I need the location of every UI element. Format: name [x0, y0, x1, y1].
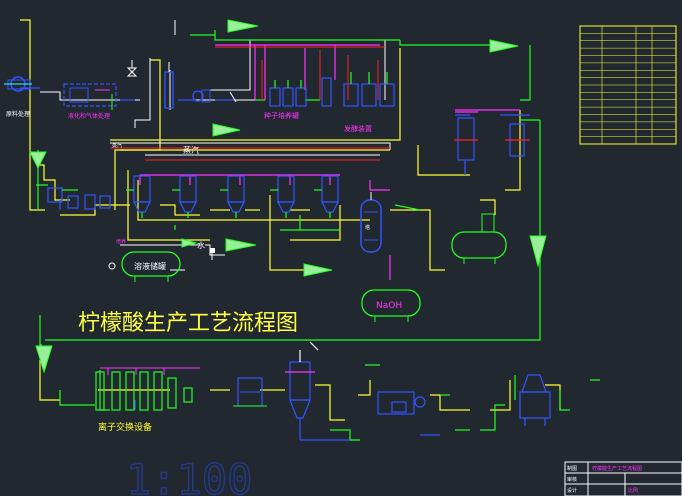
label-steam-mid: 蒸汽: [112, 142, 122, 149]
ion-exchange-units: [95, 371, 193, 411]
valve-symbol: [126, 60, 138, 77]
ion-exchange-feed: [100, 367, 200, 375]
water-junction: [210, 248, 215, 253]
title-block-row1-b: 柠檬酸生产工艺流程图: [592, 465, 642, 472]
naoh-tank: [361, 289, 421, 322]
ion-column-tower: 塔: [360, 192, 382, 253]
heat-exchanger-column: [164, 62, 174, 109]
storage-tank: [108, 251, 181, 282]
crystallizer: [285, 341, 319, 440]
label-steam-top: 蒸汽: [183, 145, 199, 155]
centrifuge: [377, 391, 426, 415]
label-water: 水: [197, 240, 205, 250]
flow-arrows: [29, 19, 547, 374]
title-block-row3-a: 设计: [567, 487, 577, 494]
label-seed-tank: 种子培养罐: [264, 111, 299, 120]
label-storage-tank: 溶液储罐: [134, 261, 166, 271]
process-lines-red: [110, 46, 390, 161]
liquefaction-tank: [63, 83, 117, 110]
process-lines-yellow: [20, 19, 561, 421]
evaporator-row: [126, 175, 339, 218]
label-ion-exchange: 离子交换设备: [98, 421, 152, 433]
label-liquefaction: 液化和气体处理: [68, 112, 110, 120]
label-raw-material: 原料处理: [6, 110, 30, 118]
top-separators: [454, 111, 530, 161]
fermentation-tanks: [321, 72, 395, 107]
seed-culture-tanks: [269, 80, 307, 107]
drawing-scale: 1:100: [126, 455, 252, 496]
title-block: 制图 柠檬酸生产工艺流程图 审核 设计 比例: [564, 461, 682, 496]
drawing-title: 柠檬酸生产工艺流程图: [78, 311, 298, 336]
dryer: [519, 374, 551, 426]
raw-material-pump: [4, 76, 32, 92]
horizontal-vessel-right: [451, 213, 507, 264]
left-small-units: [36, 184, 111, 210]
label-seed-small: 培养: [116, 238, 126, 245]
svg-text:塔: 塔: [365, 224, 370, 231]
process-lines-magenta: [139, 44, 520, 280]
label-ferment-unit: 发酵装置: [344, 124, 372, 133]
label-naoh: NaOH: [376, 301, 402, 311]
title-block-row3-b: 比例: [628, 487, 638, 494]
title-block-row1-a: 制图: [567, 465, 577, 472]
legend-table: [579, 25, 677, 145]
transfer-pump: [192, 89, 237, 103]
collector-tank: [233, 377, 267, 407]
title-block-row2-a: 审核: [567, 476, 577, 483]
